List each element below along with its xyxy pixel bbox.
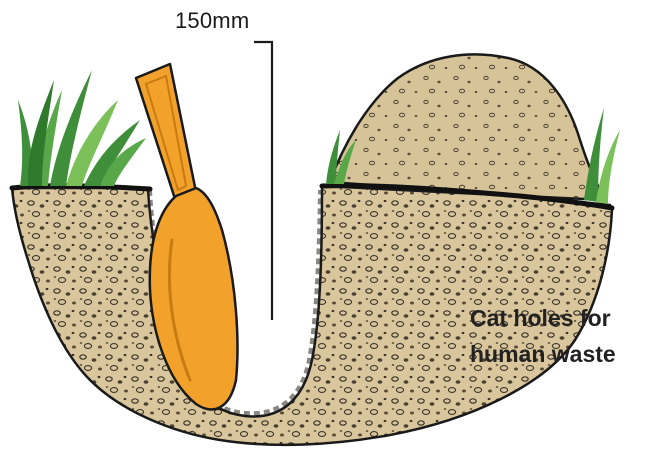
grass-tuft-icon	[18, 70, 146, 186]
ground-surface-left	[12, 186, 150, 189]
soil-mound-icon	[330, 54, 606, 200]
caption-line-1: Cat holes for	[470, 300, 665, 336]
diagram-caption: Cat holes for human waste	[470, 300, 665, 372]
grass-tuft-icon	[584, 108, 620, 204]
depth-label: 150mm	[175, 8, 249, 34]
depth-measure-line	[254, 42, 273, 320]
trowel-handle	[136, 64, 196, 202]
caption-line-2: human waste	[470, 336, 665, 372]
